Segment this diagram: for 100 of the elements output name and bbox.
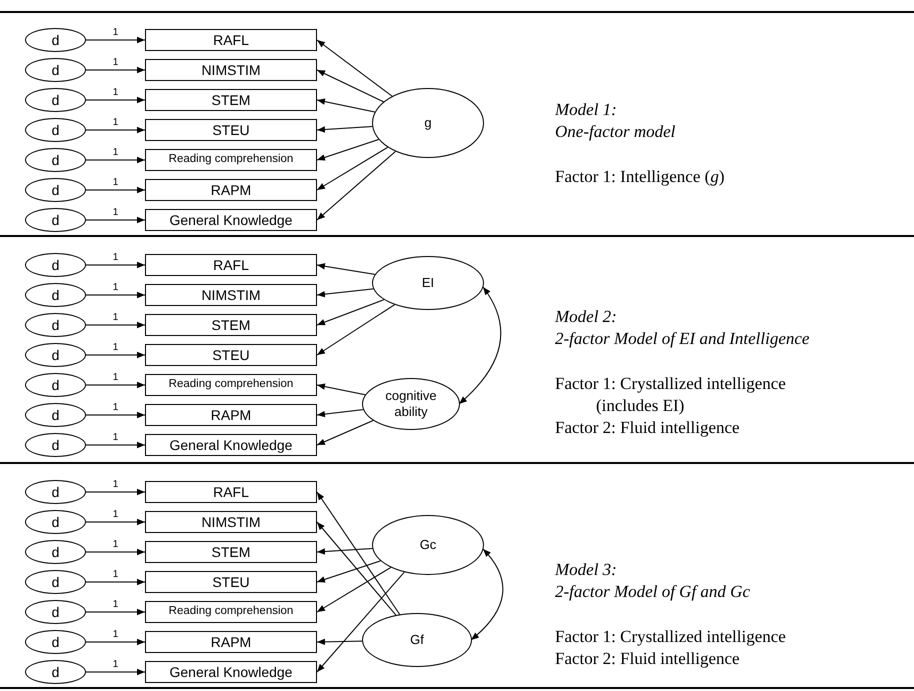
arrow: [316, 146, 388, 190]
observed-variable-box: General Knowledge: [145, 661, 317, 683]
error-term-ellipse: d: [25, 343, 86, 367]
model-heading: 2-factor Model of Gf and Gc: [555, 583, 750, 600]
latent-factor-ellipse: Gf: [362, 613, 472, 667]
factor-note: (includes EI): [596, 397, 684, 414]
arrow: [316, 638, 363, 646]
error-term-ellipse: d: [25, 58, 86, 82]
edge-label: 1: [112, 343, 120, 353]
arrow: [316, 522, 396, 616]
error-term-ellipse: d: [25, 148, 86, 172]
edge-label: 1: [112, 433, 120, 443]
edge-label: 1: [112, 58, 120, 68]
edge-label: 1: [112, 510, 120, 520]
observed-variable-box: General Knowledge: [145, 434, 317, 456]
edge-label: 1: [112, 28, 120, 38]
factor-note: Factor 2: Fluid intelligence: [555, 650, 740, 667]
arrow: [316, 304, 396, 356]
edge-label: 1: [112, 118, 120, 128]
error-term-ellipse: d: [25, 433, 86, 457]
observed-variable-box: RAPM: [145, 404, 317, 426]
error-term-ellipse: d: [25, 208, 86, 232]
error-term-ellipse: d: [25, 373, 86, 397]
model-heading: Model 3:: [555, 561, 617, 578]
edge-label: 1: [112, 600, 120, 610]
arrow: [316, 40, 393, 97]
error-term-ellipse: d: [25, 510, 86, 534]
arrow: [86, 36, 146, 44]
arrow: [316, 383, 366, 396]
arrow: [86, 156, 146, 164]
model-heading: 2-factor Model of EI and Intelligence: [555, 330, 810, 347]
latent-factor-ellipse: EI: [372, 256, 484, 310]
model-heading: Model 2:: [555, 308, 617, 325]
observed-variable-box: RAFL: [145, 254, 317, 276]
correlation-arrow: [458, 286, 502, 404]
latent-factor-ellipse: cognitive ability: [362, 378, 460, 430]
error-term-ellipse: d: [25, 178, 86, 202]
arrow: [86, 126, 146, 134]
model-heading: One-factor model: [555, 123, 676, 140]
observed-variable-box: STEU: [145, 344, 317, 366]
latent-factor-ellipse: g: [372, 88, 484, 158]
error-term-ellipse: d: [25, 118, 86, 142]
arrow: [86, 608, 146, 616]
error-term-ellipse: d: [25, 540, 86, 564]
edge-label: 1: [112, 373, 120, 383]
arrow: [316, 138, 380, 160]
error-term-ellipse: d: [25, 480, 86, 504]
error-term-ellipse: d: [25, 660, 86, 684]
observed-variable-box: NIMSTIM: [145, 284, 317, 306]
arrow: [86, 216, 146, 224]
correlation-arrow: [470, 548, 504, 640]
arrow: [316, 150, 396, 220]
arrow: [86, 548, 146, 556]
observed-variable-box: RAPM: [145, 179, 317, 201]
factor-note: Factor 1: Crystallized intelligence: [555, 628, 786, 645]
arrow: [316, 288, 374, 298]
arrow: [316, 126, 373, 133]
arrow: [86, 96, 146, 104]
arrow: [86, 186, 146, 194]
observed-variable-box: RAFL: [145, 29, 317, 51]
error-term-ellipse: d: [25, 253, 86, 277]
error-term-ellipse: d: [25, 403, 86, 427]
edge-label: 1: [112, 88, 120, 98]
arrow: [86, 668, 146, 676]
edge-label: 1: [112, 570, 120, 580]
factor-note: Factor 2: Fluid intelligence: [555, 419, 740, 436]
arrow: [316, 560, 381, 582]
arrow: [316, 566, 392, 612]
arrow: [316, 409, 364, 418]
edge-label: 1: [112, 480, 120, 490]
edge-label: 1: [112, 178, 120, 188]
edge-label: 1: [112, 630, 120, 640]
observed-variable-box: STEM: [145, 89, 317, 111]
observed-variable-box: STEU: [145, 119, 317, 141]
arrow: [86, 322, 146, 328]
arrow: [316, 492, 400, 615]
observed-variable-box: STEU: [145, 571, 317, 593]
observed-variable-box: RAPM: [145, 631, 317, 653]
observed-variable-box: Reading comprehension: [145, 374, 317, 396]
observed-variable-box: Reading comprehension: [145, 149, 317, 171]
arrow: [86, 412, 146, 418]
observed-variable-box: NIMSTIM: [145, 511, 317, 533]
arrow: [86, 292, 146, 298]
edge-label: 1: [112, 540, 120, 550]
arrow: [86, 518, 146, 526]
arrow: [86, 488, 146, 496]
arrow: [316, 98, 376, 112]
arrow: [86, 262, 146, 268]
edge-label: 1: [112, 660, 120, 670]
observed-variable-box: Reading comprehension: [145, 601, 317, 623]
edge-label: 1: [112, 208, 120, 218]
error-term-ellipse: d: [25, 600, 86, 624]
arrow: [316, 70, 384, 102]
arrow: [86, 442, 146, 448]
observed-variable-box: NIMSTIM: [145, 59, 317, 81]
edge-label: 1: [112, 313, 120, 323]
arrow: [316, 548, 373, 555]
edge-label: 1: [112, 253, 120, 263]
arrow: [86, 578, 146, 586]
edge-label: 1: [112, 403, 120, 413]
